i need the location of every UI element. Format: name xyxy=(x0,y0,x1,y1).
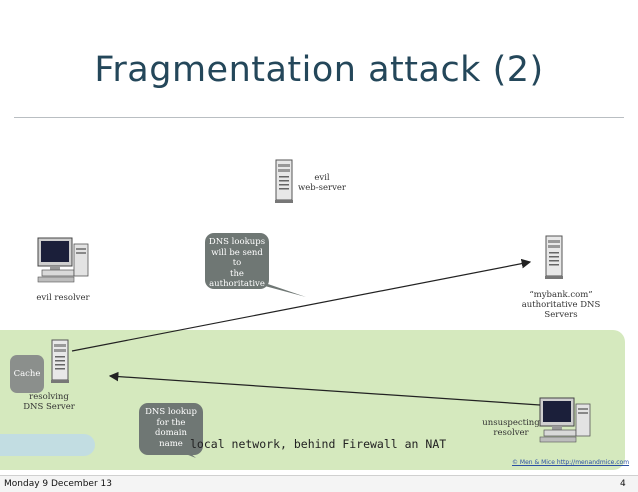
cache-badge: Cache xyxy=(10,355,44,393)
resolving-server-label: resolving DNS Server xyxy=(23,392,75,412)
dns-lookup-callout: DNS lookup for the domain name xyxy=(139,403,203,455)
evil-resolver-label: evil resolver xyxy=(36,293,90,303)
mybank-server-icon xyxy=(544,235,564,280)
footer-date: Monday 9 December 13 xyxy=(4,479,112,489)
network-label: local network, behind Firewall an NAT xyxy=(190,437,447,451)
arrow-to-mybank xyxy=(71,258,532,352)
title-divider xyxy=(14,117,624,118)
decorative-tab xyxy=(0,434,95,456)
local-network-area xyxy=(0,330,625,470)
unsuspecting-resolver-label: unsuspecting resolver xyxy=(482,418,540,438)
footer-bar xyxy=(0,475,638,492)
page-number: 4 xyxy=(620,479,626,489)
copyright-link[interactable]: © Men & Mice http://menandmice.com xyxy=(512,459,630,466)
resolving-server-icon xyxy=(50,339,70,384)
dns-lookups-callout: DNS lookups will be send to the authorit… xyxy=(205,233,269,300)
evil-web-server-label: evil web-server xyxy=(298,173,346,193)
slide-title: Fragmentation attack (2) xyxy=(94,50,544,90)
mybank-servers-label: “mybank.com” authoritative DNS Servers xyxy=(521,290,601,320)
unsuspecting-resolver-icon xyxy=(539,397,591,443)
evil-web-server-icon xyxy=(274,159,294,204)
evil-resolver-icon xyxy=(37,237,89,283)
arrow-to-resolving-server xyxy=(108,371,541,406)
